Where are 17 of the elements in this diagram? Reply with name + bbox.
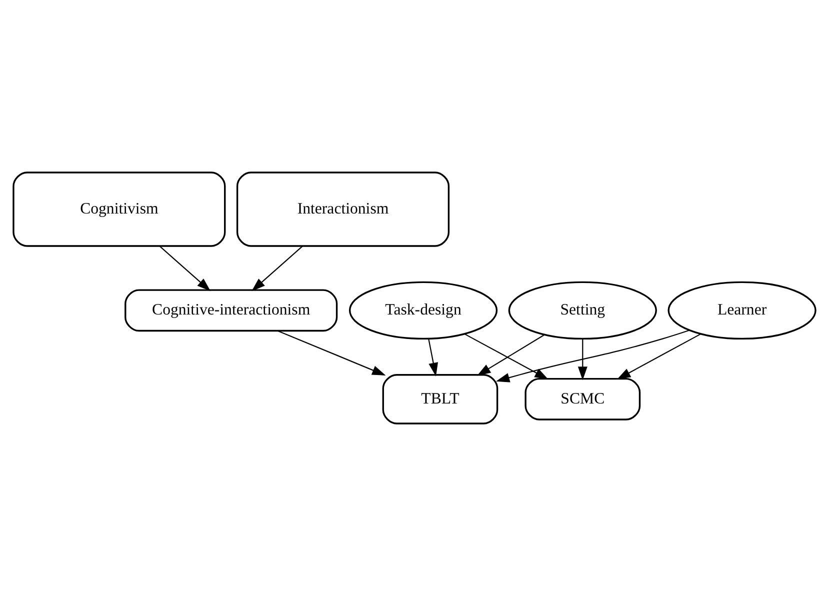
arrow bbox=[496, 329, 690, 382]
arrow bbox=[428, 338, 438, 376]
arrow bbox=[477, 334, 545, 376]
arrow bbox=[464, 333, 548, 379]
node-box: Cognitivism bbox=[12, 171, 226, 246]
node-box: Cognitive-interactionism bbox=[124, 288, 338, 332]
node-box: Interactionism bbox=[236, 171, 450, 246]
arrow bbox=[617, 333, 701, 379]
arrow bbox=[278, 330, 386, 376]
arrow bbox=[159, 245, 211, 291]
node-ellipse: Task-design bbox=[348, 280, 498, 340]
node-ellipse: Learner bbox=[668, 280, 816, 340]
node-box: TBLT bbox=[382, 374, 498, 424]
node-ellipse: Setting bbox=[508, 280, 657, 340]
arrow bbox=[252, 245, 303, 291]
node-box: SCMC bbox=[524, 377, 641, 420]
arrow bbox=[578, 338, 588, 380]
